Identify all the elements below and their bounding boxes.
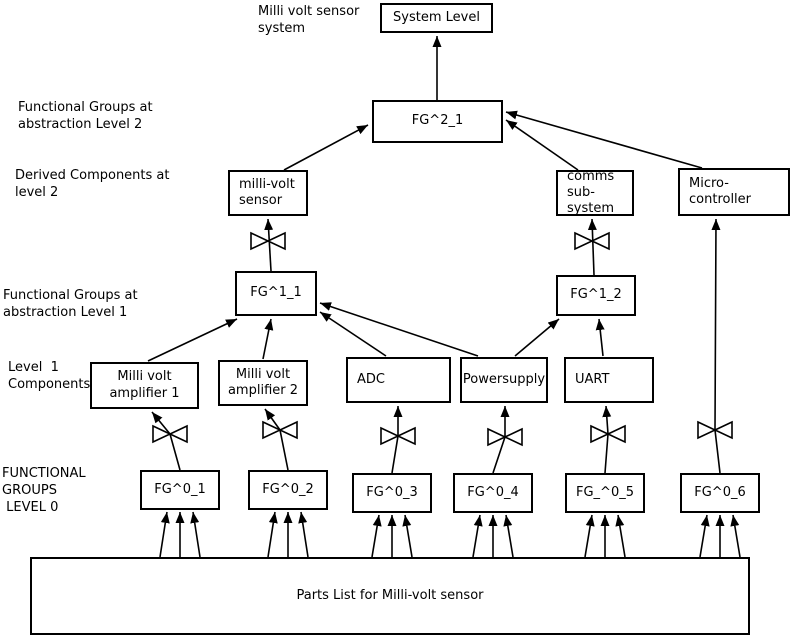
level0-groups-label: FUNCTIONAL GROUPS LEVEL 0 (2, 466, 86, 515)
node-fg0-6: FG^0_6 (680, 473, 760, 513)
up-arrow (159, 511, 170, 558)
level1-components-label: Level 1 Components (8, 360, 91, 392)
bowtie-icon (487, 427, 523, 447)
level2-groups-label: Functional Groups at abstraction Level 2 (18, 100, 153, 132)
bowtie-icon (574, 231, 610, 251)
parts-arrows-fg0_3 (371, 514, 413, 558)
bowtie-icon (590, 424, 626, 444)
parts-arrows-fg0_5 (584, 514, 626, 558)
edge-comms-to-fg2_1 (505, 119, 579, 171)
node-amplifier-1: Milli volt amplifier 1 (90, 362, 199, 409)
up-arrow (615, 514, 626, 558)
derived-level2-label: Derived Components at level 2 (15, 168, 170, 200)
parts-arrows-fg0_6 (699, 514, 741, 558)
up-arrow (298, 511, 309, 558)
bowtie-icon (250, 231, 286, 251)
edge-amp2-to-fg1_1 (262, 318, 274, 360)
bowtie-icon (152, 424, 188, 444)
bowtie-icon (262, 420, 298, 440)
up-arrow (190, 511, 201, 558)
node-fg0-3: FG^0_3 (352, 473, 432, 513)
node-millivolt-sensor: milli-volt sensor (228, 170, 308, 216)
edge-fg1_2-to-comms (587, 218, 597, 276)
edge-fg0_3-to-adc (391, 406, 403, 474)
node-fg2-1: FG^2_1 (372, 100, 503, 143)
edge-fg0_2-to-amp2 (264, 408, 289, 471)
edge-fg0_6-to-micro (711, 218, 721, 474)
level1-groups-label: Functional Groups at abstraction Level 1 (3, 288, 138, 320)
edge-micro-to-fg2_1 (505, 110, 703, 169)
up-arrow (402, 514, 413, 558)
node-amplifier-2: Milli volt amplifier 2 (218, 360, 308, 406)
node-fg0-5: FG_^0_5 (565, 473, 645, 513)
edge-uart-to-fg1_2 (595, 318, 605, 357)
up-arrow (730, 514, 741, 558)
up-arrow (472, 514, 483, 558)
edge-fg0_5-to-uart (602, 405, 612, 474)
node-powersupply: Powersupply (460, 357, 548, 403)
edge-powersupply-to-fg1_2 (514, 318, 560, 357)
up-arrow (584, 514, 595, 558)
bowtie-icon (380, 426, 416, 446)
node-microcontroller: Micro- controller (678, 168, 790, 216)
system-note-label: Milli volt sensor system (258, 4, 360, 36)
node-uart: UART (564, 357, 654, 403)
node-fg0-1: FG^0_1 (140, 470, 220, 510)
up-arrow (371, 514, 382, 558)
node-adc: ADC (346, 357, 451, 403)
edge-powersupply-to-fg1_1 (319, 302, 479, 357)
edge-amp1-to-fg1_1 (147, 318, 238, 362)
node-fg0-4: FG^0_4 (453, 473, 533, 513)
up-arrow (699, 514, 710, 558)
node-parts-list: Parts List for Milli-volt sensor (30, 557, 750, 635)
parts-arrows-fg0_4 (472, 514, 514, 558)
up-arrow (267, 511, 278, 558)
up-arrow (503, 514, 514, 558)
edge-sensor-to-fg2_1 (283, 124, 369, 171)
edge-adc-to-fg1_1 (319, 311, 387, 357)
node-system-level: System Level (380, 3, 493, 33)
parts-arrows-fg0_1 (159, 511, 201, 558)
parts-arrows-fg0_2 (267, 511, 309, 558)
edge-fg1_1-to-sensor (264, 218, 274, 272)
node-fg0-2: FG^0_2 (248, 470, 328, 510)
node-fg1-2: FG^1_2 (556, 275, 636, 316)
node-fg1-1: FG^1_1 (235, 271, 317, 316)
node-comms-subsystem: comms sub-system (556, 169, 634, 216)
bowtie-icon (697, 420, 733, 440)
